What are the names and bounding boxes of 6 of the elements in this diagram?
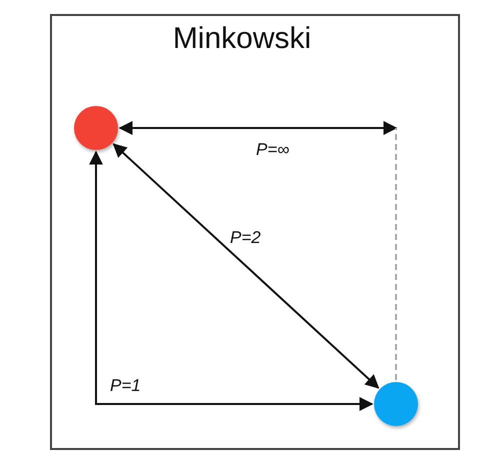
arrow bbox=[89, 150, 374, 411]
diagram-title: Minkowski bbox=[172, 22, 312, 56]
circle-point bbox=[374, 382, 418, 426]
arrow bbox=[118, 121, 398, 380]
arrow bbox=[112, 143, 380, 389]
circle-point bbox=[74, 106, 118, 150]
